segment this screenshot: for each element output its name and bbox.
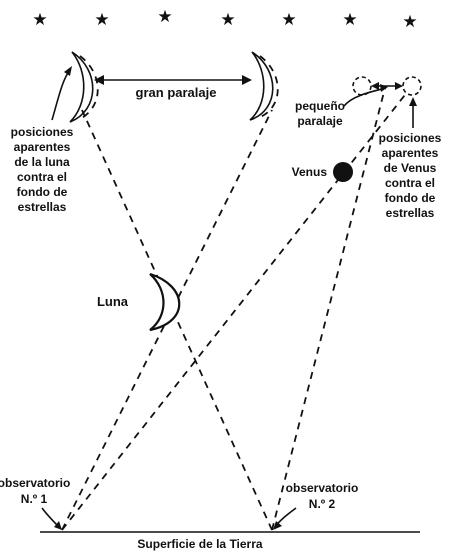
svg-text:N.º 1: N.º 1 (21, 492, 48, 506)
svg-text:posiciones: posiciones (11, 125, 74, 139)
svg-text:fondo de: fondo de (17, 185, 68, 199)
svg-text:estrellas: estrellas (386, 206, 435, 220)
svg-text:posiciones: posiciones (379, 131, 442, 145)
apparent-moon-left (69, 51, 99, 123)
moon-positions-pointer (51, 69, 71, 121)
apparent-moon-right (249, 51, 279, 121)
star-row: ★ ★ ★ ★ ★ ★ ★ (32, 7, 417, 31)
large-parallax-label: gran paralaje (136, 85, 217, 100)
earth-surface-label: Superficie de la Tierra (137, 537, 262, 551)
svg-text:aparentes: aparentes (14, 140, 71, 154)
svg-text:observatorio: observatorio (286, 481, 359, 495)
star-icon: ★ (94, 10, 109, 29)
venus-sight-lines (61, 85, 413, 531)
sight-line-obs2-moon (81, 109, 273, 531)
sight-line-obs2-venus (271, 87, 386, 531)
venus-positions-label: posiciones aparentes de Venus contra el … (379, 131, 442, 220)
observatory-1-label: observatorio N.º 1 (0, 476, 70, 506)
svg-text:de la luna: de la luna (14, 155, 70, 169)
svg-text:estrellas: estrellas (18, 200, 67, 214)
moon-crescent (149, 272, 181, 332)
star-icon: ★ (402, 12, 417, 31)
moon-positions-label: posiciones aparentes de la luna contra e… (11, 125, 74, 214)
svg-text:contra el: contra el (17, 170, 67, 184)
star-icon: ★ (342, 10, 357, 29)
svg-text:fondo de: fondo de (385, 191, 436, 205)
sight-line-obs1-venus (61, 85, 413, 531)
svg-text:contra el: contra el (385, 176, 435, 190)
star-icon: ★ (157, 7, 172, 26)
svg-text:de Venus: de Venus (384, 161, 437, 175)
small-parallax-label-line2: paralaje (297, 114, 343, 128)
small-parallax-arrow (371, 82, 403, 90)
star-icon: ★ (281, 10, 296, 29)
star-icon: ★ (220, 10, 235, 29)
star-icon: ★ (32, 10, 47, 29)
venus-disc (333, 162, 353, 182)
large-parallax-arrow (94, 75, 252, 85)
small-parallax-label-line1: pequeño (295, 99, 345, 113)
apparent-venus-right (402, 76, 422, 96)
svg-text:N.º 2: N.º 2 (309, 497, 336, 511)
venus-label: Venus (292, 165, 328, 179)
observatory-2-label: observatorio N.º 2 (286, 481, 359, 511)
moon-label: Luna (97, 294, 129, 309)
svg-text:observatorio: observatorio (0, 476, 70, 490)
svg-text:aparentes: aparentes (382, 146, 439, 160)
